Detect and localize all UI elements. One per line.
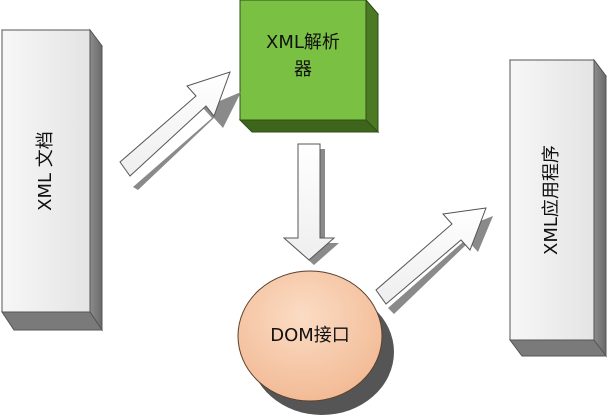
xml-document-box: XML 文档 xyxy=(1,28,103,332)
dom-interface-shape: DOM接口 xyxy=(237,270,394,415)
arrow-dom-to-application xyxy=(375,207,493,314)
xml-parser-label-line1: XML解析 xyxy=(266,32,340,53)
arrow-parser-to-dom xyxy=(282,143,339,265)
xml-parser-box: XML解析 器 xyxy=(238,0,380,134)
xml-parser-label-line2: 器 xyxy=(294,59,312,80)
dom-interface-label: DOM接口 xyxy=(270,325,350,346)
xml-application-label: XML应用程序 xyxy=(541,145,562,255)
arrow-document-to-parser xyxy=(119,71,241,190)
xml-application-box: XML应用程序 xyxy=(509,58,607,358)
xml-document-label: XML 文档 xyxy=(35,131,56,211)
